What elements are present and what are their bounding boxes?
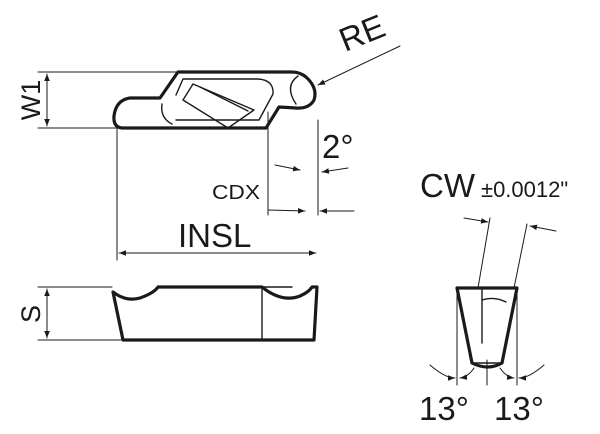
w1-dimension — [37, 71, 177, 129]
cw-label: CW — [420, 167, 476, 204]
cdx-dimension — [267, 208, 355, 214]
re-label: RE — [334, 7, 390, 58]
cw-tolerance-label: ±0.0012" — [481, 177, 568, 202]
re-leader — [317, 45, 401, 86]
s-label: S — [16, 305, 46, 323]
angle-2-label: 2° — [322, 128, 354, 165]
angle-13-left-label: 13° — [419, 390, 469, 427]
w1-label: W1 — [16, 80, 46, 121]
front-view-insert — [455, 286, 519, 369]
cdx-label: CDX — [212, 182, 260, 204]
side-view-insert — [111, 285, 319, 342]
cw-dimension — [463, 217, 557, 289]
angle-13-dimensions — [429, 287, 545, 386]
top-view-insert — [112, 70, 317, 130]
insl-label: INSL — [178, 217, 251, 254]
insl-dimension — [116, 127, 317, 261]
angle-2-dimension — [267, 111, 349, 216]
s-dimension — [37, 286, 122, 341]
angle-13-right-label: 13° — [494, 390, 544, 427]
